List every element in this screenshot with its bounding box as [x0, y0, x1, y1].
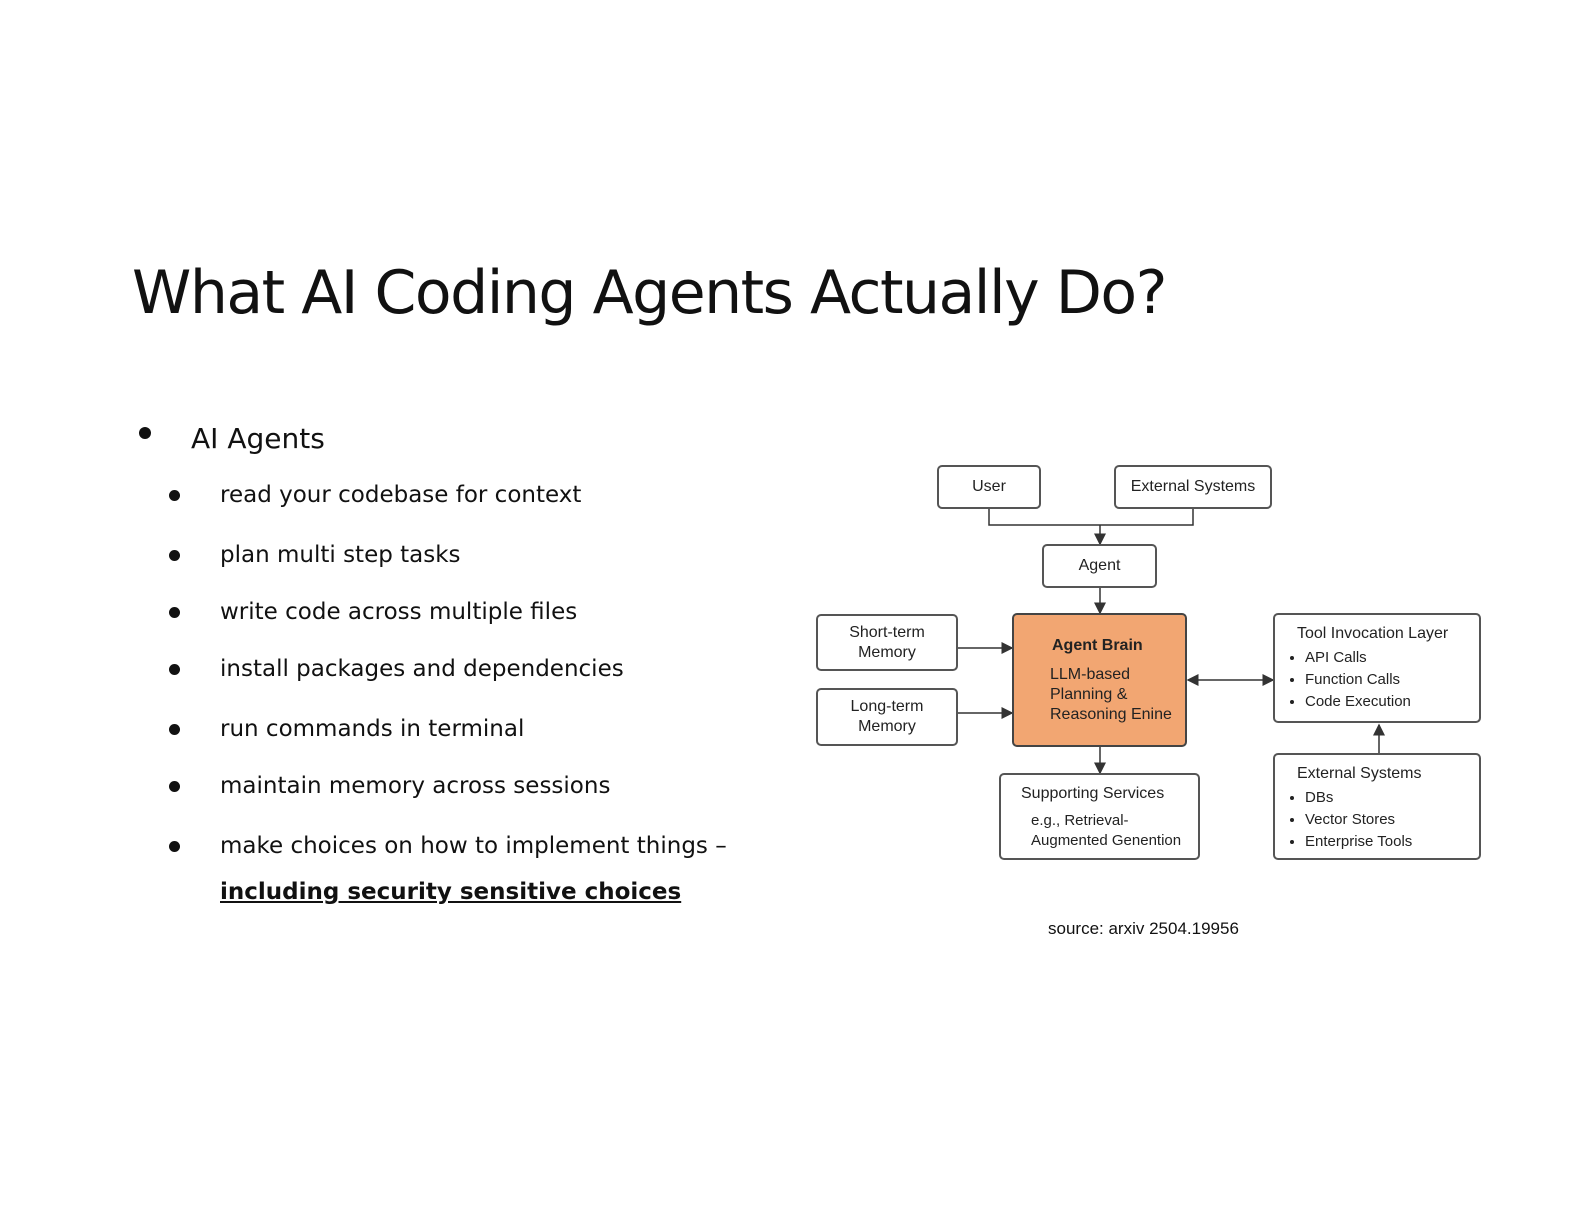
sub-bullet: plan multi step tasks	[0, 542, 800, 590]
bullet-dot	[169, 664, 180, 675]
sub-bullet-text: write code across multiple files	[220, 599, 578, 625]
bullet-dot	[169, 841, 180, 852]
sub-bullet: install packages and dependencies	[0, 656, 800, 704]
bullet-ai-agents: AI Agents	[191, 422, 325, 455]
external-systems-node: External Systems	[1114, 465, 1272, 509]
user-node: User	[937, 465, 1041, 509]
tool-invocation-layer-node: Tool Invocation Layer API Calls Function…	[1273, 613, 1481, 723]
tool-layer-list: API Calls Function Calls Code Execution	[1287, 647, 1411, 713]
supporting-services-title: Supporting Services	[1021, 785, 1165, 802]
bullet-list: AI Agents read your codebase for context…	[0, 422, 800, 905]
list-item: API Calls	[1305, 647, 1411, 669]
slide-title: What AI Coding Agents Actually Do?	[132, 258, 1167, 328]
short-term-memory-node: Short-term Memory	[816, 614, 958, 671]
agent-brain-body: LLM-based Planning & Reasoning Enine	[1050, 666, 1172, 723]
external-systems-title: External Systems	[1297, 765, 1422, 782]
sub-bullet: read your codebase for context	[0, 482, 800, 530]
sub-bullet-text: install packages and dependencies	[220, 656, 624, 682]
connector-user-agent	[988, 509, 1194, 526]
tool-layer-title: Tool Invocation Layer	[1297, 625, 1449, 642]
external-systems-list: DBs Vector Stores Enterprise Tools	[1287, 787, 1412, 853]
bullet-dot	[139, 427, 151, 439]
sub-bullet-text: maintain memory across sessions	[220, 773, 611, 799]
supporting-services-node: Supporting Services e.g., Retrieval- Aug…	[999, 773, 1200, 860]
list-item: Function Calls	[1305, 669, 1411, 691]
sub-bullet-text: make choices on how to implement things …	[220, 833, 727, 859]
security-emphasis-text: including security sensitive choices	[220, 879, 682, 905]
agent-architecture-diagram: User External Systems Agent Short-term M…	[810, 455, 1500, 875]
diagram-connectors	[958, 509, 1385, 775]
sub-bullet-text: plan multi step tasks	[220, 542, 461, 568]
list-item: Enterprise Tools	[1305, 831, 1412, 853]
agent-brain-node: Agent Brain LLM-based Planning & Reasoni…	[1012, 613, 1187, 747]
long-term-memory-node: Long-term Memory	[816, 688, 958, 746]
bullet-dot	[169, 550, 180, 561]
supporting-services-body: e.g., Retrieval- Augmented Genention	[1031, 812, 1182, 849]
sub-bullet: make choices on how to implement things …	[0, 833, 800, 881]
agent-node: Agent	[1042, 544, 1157, 588]
sub-bullet: write code across multiple files	[0, 599, 800, 647]
agent-brain-title: Agent Brain	[1052, 637, 1143, 654]
sub-bullet: maintain memory across sessions	[0, 773, 800, 821]
list-item: Vector Stores	[1305, 809, 1412, 831]
sub-bullet-text: read your codebase for context	[220, 482, 582, 508]
external-systems-detail-node: External Systems DBs Vector Stores Enter…	[1273, 753, 1481, 860]
list-item: DBs	[1305, 787, 1412, 809]
bullet-dot	[169, 490, 180, 501]
sub-bullet: run commands in terminal	[0, 716, 800, 764]
list-item: Code Execution	[1305, 691, 1411, 713]
bullet-dot	[169, 724, 180, 735]
bullet-dot	[169, 607, 180, 618]
source-citation: source: arxiv 2504.19956	[1048, 919, 1239, 938]
bullet-dot	[169, 781, 180, 792]
sub-bullet-text: run commands in terminal	[220, 716, 525, 742]
